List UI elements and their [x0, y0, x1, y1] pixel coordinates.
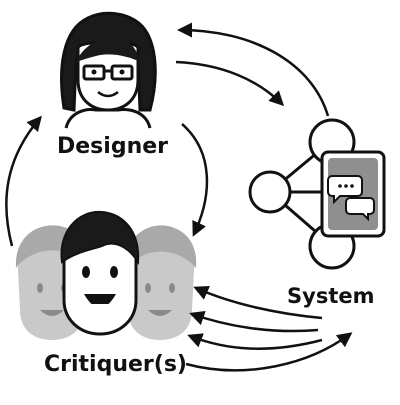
center-face — [60, 210, 140, 336]
designer-woman-with-glasses-icon — [60, 11, 157, 129]
arrow-system-to-critiquers-1 — [193, 286, 323, 320]
critiquers-label: Critiquer(s) — [44, 352, 187, 377]
designer-label: Designer — [57, 134, 168, 159]
system-label: System — [287, 284, 375, 308]
arrow-designer-to-critiquers — [181, 123, 209, 237]
arrow-designer-to-system — [175, 60, 285, 107]
system-chat-network-icon — [248, 118, 386, 270]
edge-arrows — [5, 22, 353, 372]
arrow-system-to-critiquers-3 — [187, 333, 323, 350]
arrow-critiquers-to-designer — [5, 115, 42, 247]
critiquer-group-faces-icon — [15, 210, 197, 340]
arrow-critiquers-to-system — [185, 332, 353, 372]
gray-face-right — [125, 225, 197, 340]
arrow-system-to-critiquers-2 — [189, 310, 319, 333]
arrow-system-to-designer — [177, 22, 330, 117]
